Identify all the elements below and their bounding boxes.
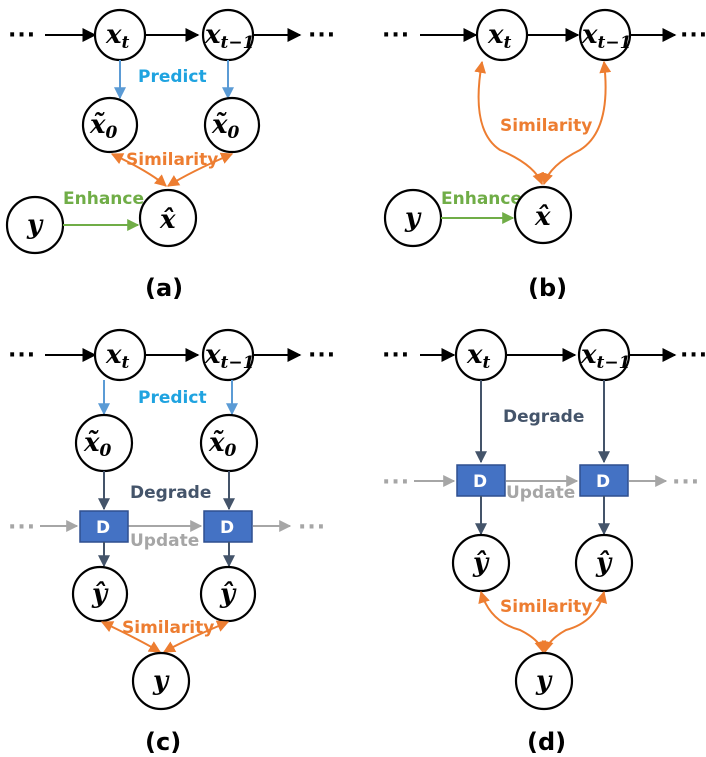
svg-text:x̃0: x̃0 (208, 428, 237, 461)
similarity-label: Similarity (122, 618, 214, 638)
svg-text:y: y (152, 666, 170, 696)
similarity-arrow (478, 590, 547, 654)
degrade-box: D (456, 464, 506, 497)
svg-text:xt: xt (487, 20, 512, 53)
panel-a: ··· ··· xt xt−1 Predict x̃0 x̃0 Similari… (5, 8, 336, 302)
update-label: Update (130, 531, 199, 551)
svg-text:xt: xt (105, 340, 130, 373)
ellipsis-right: ··· (672, 470, 700, 495)
predict-label: Predict (138, 388, 207, 408)
node-y: y (383, 188, 443, 248)
node-y-hat: ŷ (71, 565, 129, 623)
enhance-label: Enhance (441, 189, 522, 209)
svg-text:D: D (473, 472, 487, 492)
ellipsis-right: ··· (680, 343, 706, 368)
ellipsis-right: ··· (298, 515, 326, 540)
svg-text:y: y (26, 210, 44, 240)
node-x-t: xt (475, 8, 529, 62)
degrade-box: D (203, 510, 253, 543)
similarity-label: Similarity (500, 116, 592, 136)
panel-d: ··· ··· xt xt−1 Degrade ··· ··· Update D… (382, 328, 706, 756)
node-y: y (131, 651, 191, 711)
panel-label-a: (a) (145, 274, 183, 302)
similarity-arrow (474, 60, 544, 186)
ellipsis-right: ··· (308, 23, 336, 48)
node-x-t-minus-1: xt−1 (201, 8, 254, 62)
ellipsis-left: ··· (8, 23, 36, 48)
node-x-hat: x̂ (513, 185, 573, 245)
node-y: y (514, 651, 574, 711)
svg-text:ŷ: ŷ (91, 579, 109, 609)
similarity-arrow (100, 621, 162, 653)
svg-text:x̂: x̂ (159, 205, 176, 235)
svg-text:x̃0: x̃0 (89, 110, 118, 143)
predict-label: Predict (138, 67, 207, 87)
degrade-box: D (79, 510, 129, 543)
svg-text:D: D (596, 472, 610, 492)
degrade-box: D (579, 464, 629, 497)
node-x-hat: x̂ (138, 188, 198, 248)
panel-c: ··· ··· xt xt−1 Predict x̃0 x̃0 Degrade … (8, 328, 336, 756)
similarity-arrow (541, 60, 612, 186)
svg-text:x̂: x̂ (534, 202, 551, 232)
svg-text:xt: xt (105, 20, 130, 53)
svg-text:xt−1: xt−1 (204, 20, 254, 53)
svg-text:y: y (535, 666, 553, 696)
svg-text:D: D (96, 518, 110, 538)
ellipsis-left: ··· (382, 23, 410, 48)
update-label: Update (506, 483, 575, 503)
node-x-t-minus-1: xt−1 (201, 328, 254, 382)
node-x-t-minus-1: xt−1 (577, 328, 630, 382)
svg-text:xt: xt (466, 340, 491, 373)
svg-text:y: y (404, 203, 422, 233)
svg-text:xt−1: xt−1 (204, 340, 254, 373)
node-x0-tilde: x̃0 (74, 413, 134, 473)
similarity-label: Similarity (126, 150, 218, 170)
node-x0-tilde: x̃0 (199, 413, 259, 473)
panel-b: ··· ··· xt xt−1 Similarity y Enhance x̂ … (382, 8, 706, 302)
node-y-hat: ŷ (574, 533, 634, 593)
node-x0-tilde: x̃0 (203, 96, 261, 154)
degrade-label: Degrade (503, 407, 584, 427)
node-x-t: xt (454, 328, 508, 382)
ellipsis-right: ··· (680, 23, 706, 48)
svg-text:ŷ: ŷ (472, 548, 490, 578)
node-x-t: xt (93, 328, 147, 382)
ellipsis-left: ··· (8, 515, 36, 540)
ellipsis-right: ··· (308, 343, 336, 368)
svg-text:D: D (220, 518, 234, 538)
ellipsis-left: ··· (382, 343, 410, 368)
panel-label-d: (d) (527, 728, 566, 756)
similarity-arrow (541, 590, 608, 654)
ellipsis-left: ··· (382, 470, 410, 495)
panel-label-c: (c) (145, 728, 181, 756)
degrade-label: Degrade (130, 483, 211, 503)
svg-text:xt−1: xt−1 (580, 340, 630, 373)
svg-text:x̃0: x̃0 (211, 110, 240, 143)
node-y-hat: ŷ (451, 533, 511, 593)
similarity-arrow (110, 153, 167, 187)
svg-text:xt−1: xt−1 (581, 20, 631, 53)
svg-text:ŷ: ŷ (595, 548, 613, 578)
svg-text:ŷ: ŷ (219, 579, 237, 609)
node-x-t-minus-1: xt−1 (578, 8, 631, 62)
node-x0-tilde: x̃0 (81, 96, 139, 154)
node-x-t: xt (93, 8, 147, 62)
similarity-label: Similarity (500, 597, 592, 617)
similarity-arrow (166, 152, 234, 187)
node-y: y (5, 195, 65, 255)
node-y-hat: ŷ (199, 565, 257, 623)
ellipsis-left: ··· (8, 343, 36, 368)
enhance-label: Enhance (63, 189, 144, 209)
svg-text:x̃0: x̃0 (83, 428, 112, 461)
panel-label-b: (b) (528, 274, 567, 302)
similarity-arrow (162, 620, 230, 653)
